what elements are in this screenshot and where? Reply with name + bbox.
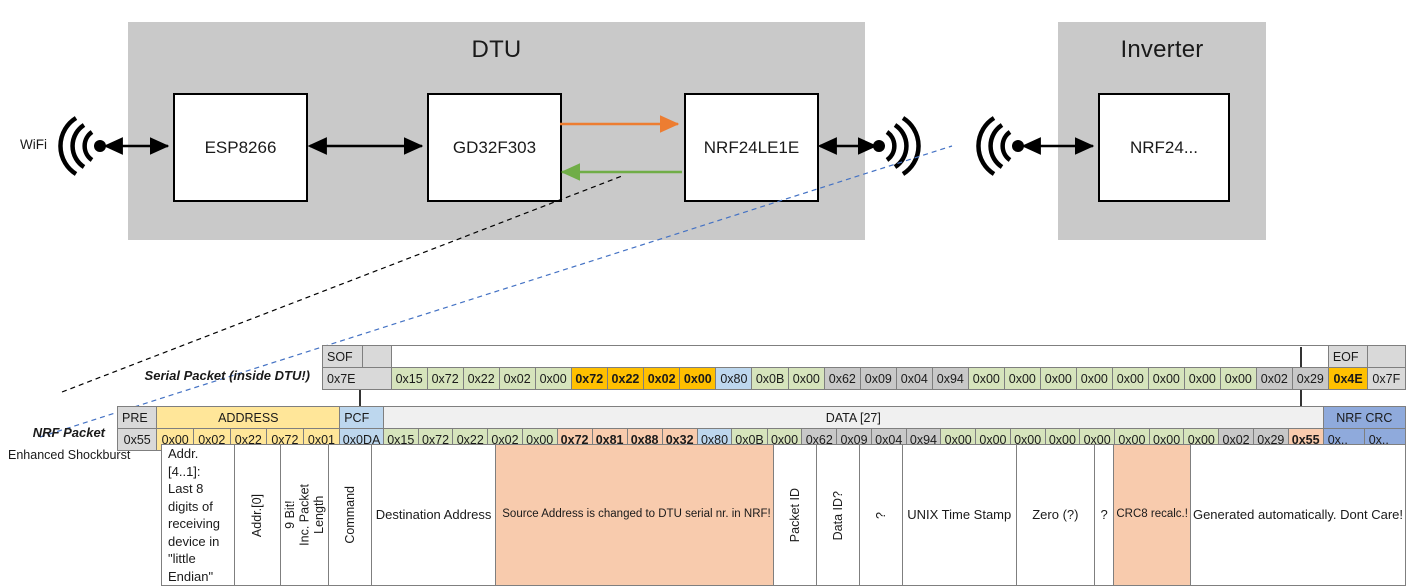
desc-pre-spacer xyxy=(117,445,162,586)
chip-gd32f303-label: GD32F303 xyxy=(452,137,537,157)
desc-crc8-text: CRC8 recalc.! xyxy=(1116,508,1188,521)
nrf-address-header: ADDRESS xyxy=(156,406,341,429)
desc-address-block: Addr. [4..1]: Last 8 digits of receiving… xyxy=(161,443,235,586)
desc-unix-time-stamp-text: UNIX Time Stamp xyxy=(907,507,1012,523)
desc-addr0-text: Addr.[0] xyxy=(250,493,265,537)
radio-antenna-dtu xyxy=(873,116,921,176)
serial-byte: 0x02 xyxy=(498,367,536,390)
serial-byte: 0x00 xyxy=(1219,367,1257,390)
nrf-pre-header: PRE xyxy=(116,406,158,429)
serial-byte: 0x15 xyxy=(390,367,428,390)
nrf-pre-value: 0x55 xyxy=(116,428,158,451)
serial-byte: 0x09 xyxy=(859,367,897,390)
desc-crc-generated-text: Generated automatically. Dont Care! xyxy=(1192,507,1403,523)
chip-nrf24le1e: NRF24LE1E xyxy=(684,93,819,202)
wifi-antenna-dtu xyxy=(58,116,106,176)
desc-zero: Zero (?) xyxy=(1015,443,1095,586)
desc-unix-time-stamp: UNIX Time Stamp xyxy=(901,443,1017,586)
desc-destination-address-text: Destination Address xyxy=(375,507,492,523)
serial-header-gap xyxy=(390,345,1329,368)
nrf-packet-sublabel: Enhanced Shockburst xyxy=(8,448,131,462)
nrf-pcf-header: PCF xyxy=(339,406,384,429)
serial-byte: 0x00 xyxy=(1147,367,1185,390)
serial-byte: 0x0B xyxy=(751,367,789,390)
serial-sof-value: 0x7E xyxy=(322,367,392,390)
nrf-packet-label: NRF Packet xyxy=(32,425,105,440)
serial-packet-header-row: SOF EOF xyxy=(322,345,1406,368)
desc-packet-length: 9 Bit! Inc. Packet Length xyxy=(279,443,329,586)
inverter-title: Inverter xyxy=(1120,36,1204,63)
serial-byte: 0x00 xyxy=(1003,367,1041,390)
desc-packet-id-text: Packet ID xyxy=(787,488,802,543)
nrf-byte: 0x00 xyxy=(1148,428,1185,451)
serial-byte: 0x02 xyxy=(643,367,681,390)
dtu-title: DTU xyxy=(471,36,522,63)
serial-byte: 0x04 xyxy=(895,367,933,390)
serial-byte: 0x00 xyxy=(1111,367,1149,390)
chip-nrf24: NRF24... xyxy=(1098,93,1230,202)
desc-crc-generated: Generated automatically. Dont Care! xyxy=(1189,443,1406,586)
serial-byte: 0x29 xyxy=(1291,367,1329,390)
desc-crc8: CRC8 recalc.! xyxy=(1113,443,1191,586)
serial-byte: 0x02 xyxy=(1255,367,1293,390)
serial-eof-header: EOF xyxy=(1327,345,1369,368)
serial-byte: 0x00 xyxy=(967,367,1005,390)
serial-byte: 0x22 xyxy=(606,367,645,390)
chip-nrf24-label: NRF24... xyxy=(1129,137,1199,157)
desc-zero-text: Zero (?) xyxy=(1032,507,1079,523)
desc-source-address-text: Source Address is changed to DTU serial … xyxy=(502,508,771,521)
serial-byte: 0x00 xyxy=(1075,367,1113,390)
desc-source-address: Source Address is changed to DTU serial … xyxy=(495,443,774,586)
serial-sof-header: SOF xyxy=(322,345,363,368)
field-description-row: Addr. [4..1]: Last 8 digits of receiving… xyxy=(117,443,1406,586)
desc-unknown-1: ? xyxy=(858,443,903,586)
field-description-table: Addr. [4..1]: Last 8 digits of receiving… xyxy=(117,443,1406,586)
desc-command: Command xyxy=(327,443,372,586)
serial-eof-header-pad xyxy=(1367,345,1406,368)
wifi-label: WiFi xyxy=(20,137,47,152)
serial-byte: 0x22 xyxy=(462,367,500,390)
serial-byte: 0x00 xyxy=(534,367,572,390)
inverter-enclosure: Inverter xyxy=(1058,22,1266,240)
desc-destination-address: Destination Address xyxy=(370,443,497,586)
serial-byte: 0x00 xyxy=(787,367,825,390)
desc-unknown-2-text: ? xyxy=(1100,507,1108,523)
serial-byte: 0x72 xyxy=(426,367,464,390)
desc-data-id: Data ID? xyxy=(815,443,860,586)
nrf-crc-header: NRF CRC xyxy=(1322,406,1406,429)
serial-byte: 0x80 xyxy=(715,367,753,390)
chip-gd32f303: GD32F303 xyxy=(427,93,562,202)
nrf-data-header: DATA [27] xyxy=(382,406,1324,429)
serial-eof-value: 0x7F xyxy=(1367,367,1406,390)
desc-unknown-1-text: ? xyxy=(873,511,888,519)
desc-addr0: Addr.[0] xyxy=(233,443,281,586)
desc-unknown-2: ? xyxy=(1093,443,1115,586)
serial-byte: 0x62 xyxy=(823,367,861,390)
serial-byte: 0x00 xyxy=(1183,367,1221,390)
chip-nrf24le1e-label: NRF24LE1E xyxy=(703,137,800,157)
desc-packet-id: Packet ID xyxy=(772,443,817,586)
radio-antenna-inverter xyxy=(976,116,1024,176)
chip-esp8266: ESP8266 xyxy=(173,93,308,202)
nrf-packet-header-row: PRE ADDRESS PCF DATA [27] NRF CRC xyxy=(116,406,1406,429)
serial-packet-label: Serial Packet (inside DTU!) xyxy=(144,368,310,383)
serial-byte: 0x94 xyxy=(931,367,969,390)
desc-data-id-text: Data ID? xyxy=(830,490,845,540)
serial-byte: 0x00 xyxy=(1039,367,1077,390)
desc-command-text: Command xyxy=(342,486,357,545)
desc-address-block-text: Addr. [4..1]: Last 8 digits of receiving… xyxy=(168,446,221,584)
serial-byte: 0x00 xyxy=(679,367,717,390)
serial-sof-header-pad xyxy=(361,345,392,368)
chip-esp8266-label: ESP8266 xyxy=(204,137,277,157)
serial-byte: 0x72 xyxy=(570,367,608,390)
desc-packet-length-text: 9 Bit! Inc. Packet Length xyxy=(282,484,326,547)
serial-byte: 0x4E xyxy=(1327,367,1369,390)
